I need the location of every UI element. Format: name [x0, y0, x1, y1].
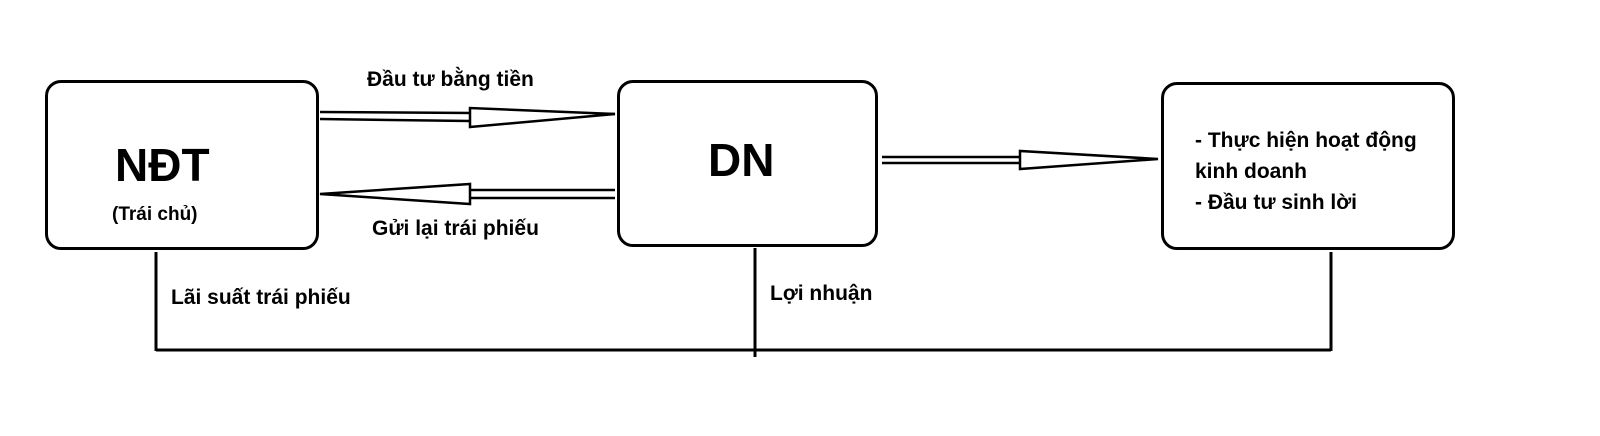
interest-label: Lãi suất trái phiếu	[171, 286, 351, 309]
invest-arrow	[319, 106, 616, 129]
bond-return-label: Gửi lại trái phiếu	[372, 217, 539, 240]
company-box	[617, 80, 878, 247]
investor-subtitle: (Trái chủ)	[112, 204, 198, 225]
activity-line-3: - Đầu tư sinh lời	[1195, 191, 1357, 214]
activity-line-2: kinh doanh	[1195, 160, 1307, 183]
profit-label: Lợi nhuận	[770, 282, 873, 305]
activity-list: - Thực hiện hoạt động kinh doanh - Đầu t…	[1195, 125, 1445, 218]
company-to-activity-arrow	[882, 149, 1159, 171]
activity-box	[1161, 82, 1455, 250]
company-title: DN	[708, 134, 775, 186]
invest-label: Đầu tư bằng tiền	[367, 68, 534, 91]
bond-return-arrow	[319, 182, 615, 206]
return-loop	[154, 248, 1333, 357]
investor-box	[45, 80, 319, 250]
investor-title: NĐT	[115, 139, 210, 191]
activity-line-1: - Thực hiện hoạt động	[1195, 129, 1417, 152]
